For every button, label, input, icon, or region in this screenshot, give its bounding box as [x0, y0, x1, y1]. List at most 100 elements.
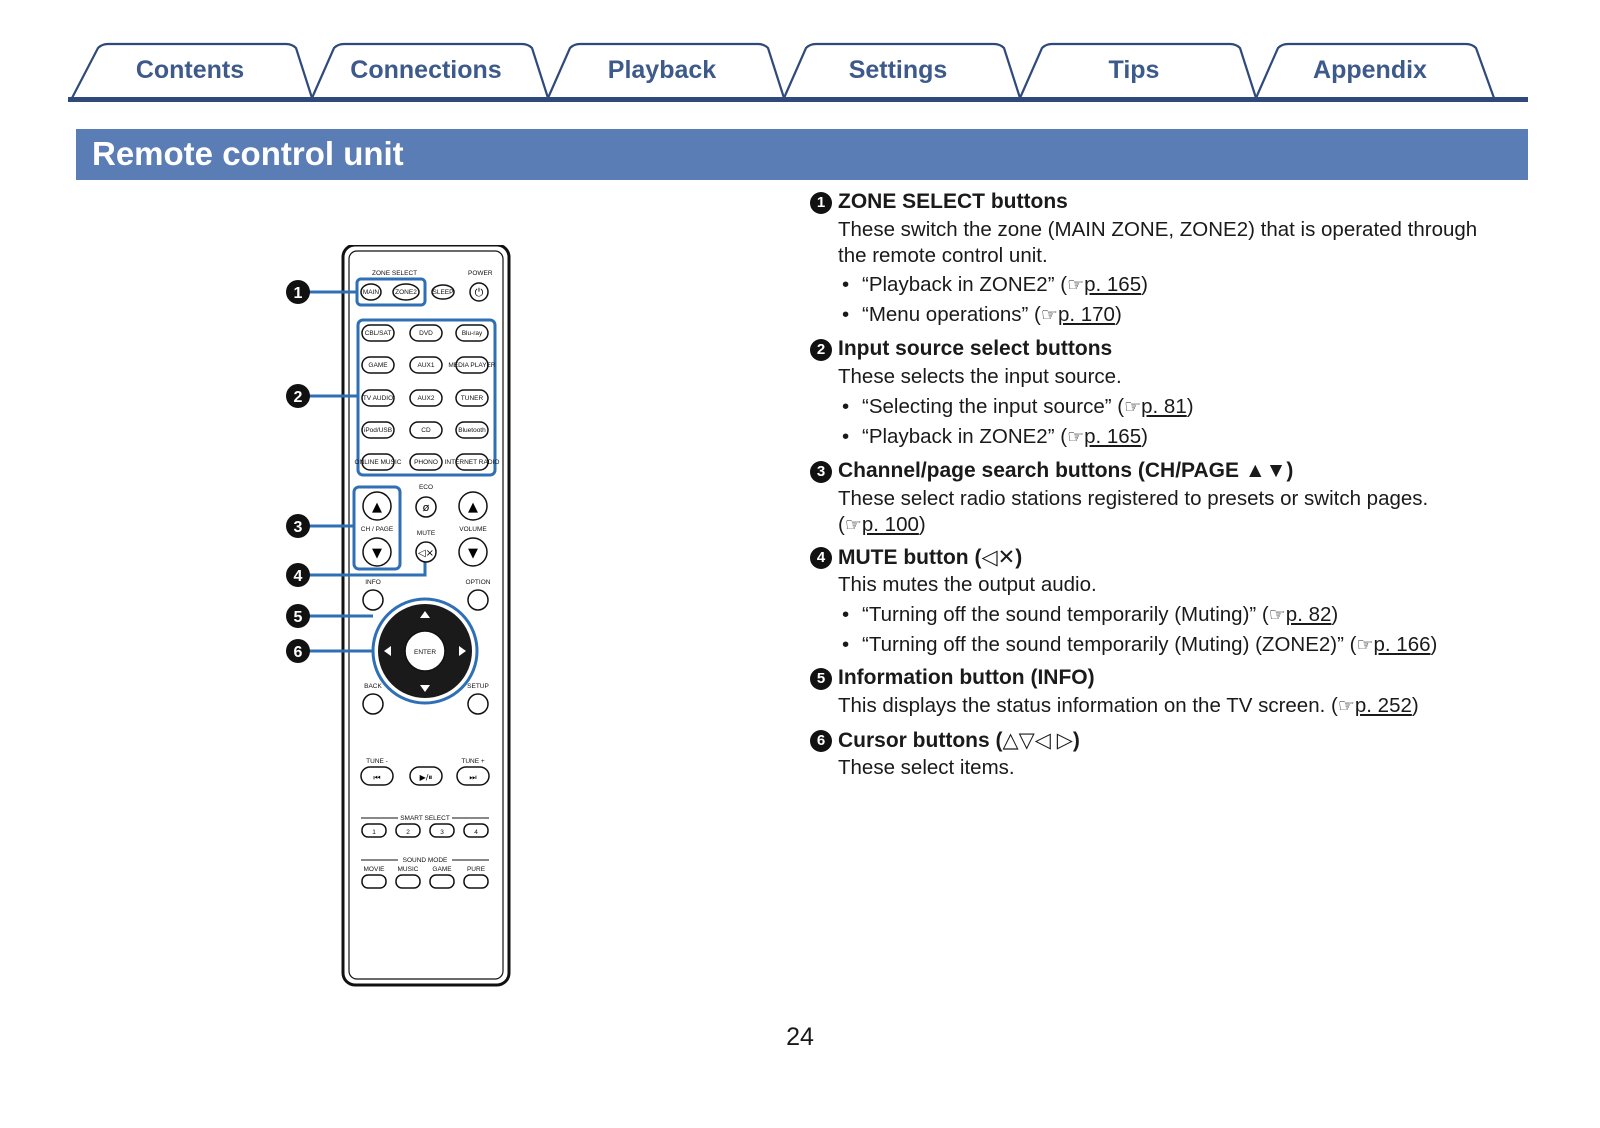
smart-4: 4 — [474, 829, 478, 836]
page-ref-icon: ☞ — [1124, 397, 1142, 418]
list-item: •“Playback in ZONE2” (☞p. 165) — [842, 425, 1148, 448]
item-heading: MUTE button (◁✕) — [838, 545, 1023, 569]
label-enter: ENTER — [414, 649, 436, 656]
tab-contents[interactable]: Contents — [135, 56, 245, 84]
label-zone-select: ZONE SELECT — [372, 270, 417, 277]
ch-down-icon: ▼ — [372, 546, 382, 561]
item-heading: ZONE SELECT buttons — [838, 190, 1068, 213]
button-cd: CD — [421, 427, 431, 434]
list-item: •“Turning off the sound temporarily (Mut… — [842, 603, 1339, 626]
item-text-line: This mutes the output audio. — [838, 573, 1097, 596]
item-number: 3 — [810, 461, 832, 483]
label-sound-mode: SOUND MODE — [403, 857, 448, 864]
page-ref-icon: ☞ — [1356, 635, 1374, 656]
label-ch-page: CH / PAGE — [361, 526, 394, 533]
page-ref-icon: ☞ — [1268, 605, 1286, 626]
list-item: •“Turning off the sound temporarily (Mut… — [842, 633, 1438, 656]
tab-tips[interactable]: Tips — [1108, 56, 1160, 84]
callout-2: 2 — [294, 389, 303, 406]
volume-down-icon: ▼ — [468, 546, 478, 561]
label-power: POWER — [468, 270, 493, 277]
item-text-line: (☞p. 100) — [838, 512, 926, 539]
button-sleep: SLEEP — [433, 289, 454, 296]
button-game: GAME — [368, 362, 388, 369]
item-number: 6 — [810, 730, 832, 752]
item-number: 5 — [810, 668, 832, 690]
label-smart-select: SMART SELECT — [400, 815, 450, 822]
button-cbl-sat: CBL/SAT — [365, 330, 392, 337]
cursor-down-icon — [420, 685, 430, 692]
smart-2: 2 — [406, 829, 410, 836]
button-internet-radio: INTERNET RADIO — [445, 459, 500, 466]
label-volume: VOLUME — [459, 526, 487, 533]
volume-up-icon: ▲ — [468, 500, 478, 515]
list-item: •“Selecting the input source” (☞p. 81) — [842, 395, 1194, 418]
button-tuner: TUNER — [461, 395, 484, 402]
page-link[interactable]: p. 81 — [1141, 395, 1187, 418]
tab-settings[interactable]: Settings — [848, 56, 948, 84]
page-link[interactable]: p. 82 — [1285, 603, 1332, 626]
section-header: Remote control unit — [76, 129, 1528, 180]
cursor-left-icon — [384, 646, 391, 656]
mute-icon: ◁✕ — [981, 545, 1016, 569]
label-tune-plus: TUNE + — [461, 758, 485, 765]
label-option: OPTION — [466, 579, 491, 586]
remote-svg: 1 2 3 4 5 6 ZONE SELECT POWER MAIN — [286, 245, 511, 987]
button-online-music: ONLINE MUSIC — [355, 459, 402, 466]
page-ref-icon: ☞ — [1067, 427, 1085, 448]
cursor-up-icon — [420, 611, 430, 618]
callout-1: 1 — [294, 285, 303, 302]
item-heading: Channel/page search buttons (CH/PAGE ▲▼) — [838, 459, 1294, 482]
page-ref-icon: ☞ — [1040, 305, 1058, 326]
button-aux1: AUX1 — [418, 362, 435, 369]
tab-appendix[interactable]: Appendix — [1313, 56, 1427, 84]
label-music: MUSIC — [398, 866, 419, 873]
page-link[interactable]: p. 100 — [861, 513, 919, 536]
cursor-right-icon — [459, 646, 466, 656]
button-info — [362, 589, 384, 611]
prev-icon: ⏮ — [373, 773, 380, 782]
page-link[interactable]: p. 166 — [1373, 633, 1431, 656]
label-tune-minus: TUNE - — [366, 758, 388, 765]
button-option — [467, 589, 489, 611]
item-number: 1 — [810, 192, 832, 214]
label-setup: SETUP — [467, 683, 489, 690]
eco-leaf-icon: ø — [423, 501, 430, 514]
section-title: Remote control unit — [92, 135, 404, 172]
button-zone2: ZONE2 — [395, 289, 417, 296]
item-number: 4 — [810, 547, 832, 569]
button-media-player: MEDIA PLAYER — [448, 362, 496, 369]
button-aux2: AUX2 — [418, 395, 435, 402]
button-phono: PHONO — [414, 459, 438, 466]
callout-4: 4 — [294, 568, 303, 585]
page-link[interactable]: p. 165 — [1084, 273, 1142, 296]
smart-1: 1 — [372, 829, 376, 836]
tab-playback[interactable]: Playback — [607, 56, 717, 84]
page-link[interactable]: p. 170 — [1057, 303, 1115, 326]
next-icon: ⏭ — [469, 773, 476, 782]
button-setup — [467, 693, 489, 715]
ch-up-icon: ▲ — [372, 500, 382, 515]
button-bluray: Blu-ray — [462, 330, 483, 337]
mute-icon: ◁× — [418, 548, 434, 559]
item-text-line: These selects the input source. — [838, 365, 1122, 388]
tab-connections[interactable]: Connections — [350, 56, 502, 84]
item-number: 2 — [810, 339, 832, 361]
item-heading: Information button (INFO) — [838, 666, 1095, 689]
label-back: BACK — [364, 683, 382, 690]
item-heading: Cursor buttons (△▽◁ ▷) — [838, 729, 1080, 752]
item-text-line: This displays the status information on … — [838, 693, 1419, 720]
button-enter — [404, 630, 446, 672]
list-item: •“Menu operations” (☞p. 170) — [842, 303, 1122, 326]
callout-6: 6 — [294, 644, 303, 661]
callout-markers: 1 2 3 4 5 6 — [286, 280, 310, 663]
button-back — [362, 693, 384, 715]
page-link[interactable]: p. 165 — [1084, 425, 1142, 448]
smart-3: 3 — [440, 829, 444, 836]
page-link[interactable]: p. 252 — [1354, 694, 1412, 717]
label-movie: MOVIE — [364, 866, 386, 873]
callout-3: 3 — [294, 519, 303, 536]
tab-bar-outline — [68, 42, 1528, 102]
button-ipod-usb: iPod/USB — [364, 427, 392, 434]
button-tv-audio: TV AUDIO — [363, 395, 393, 402]
